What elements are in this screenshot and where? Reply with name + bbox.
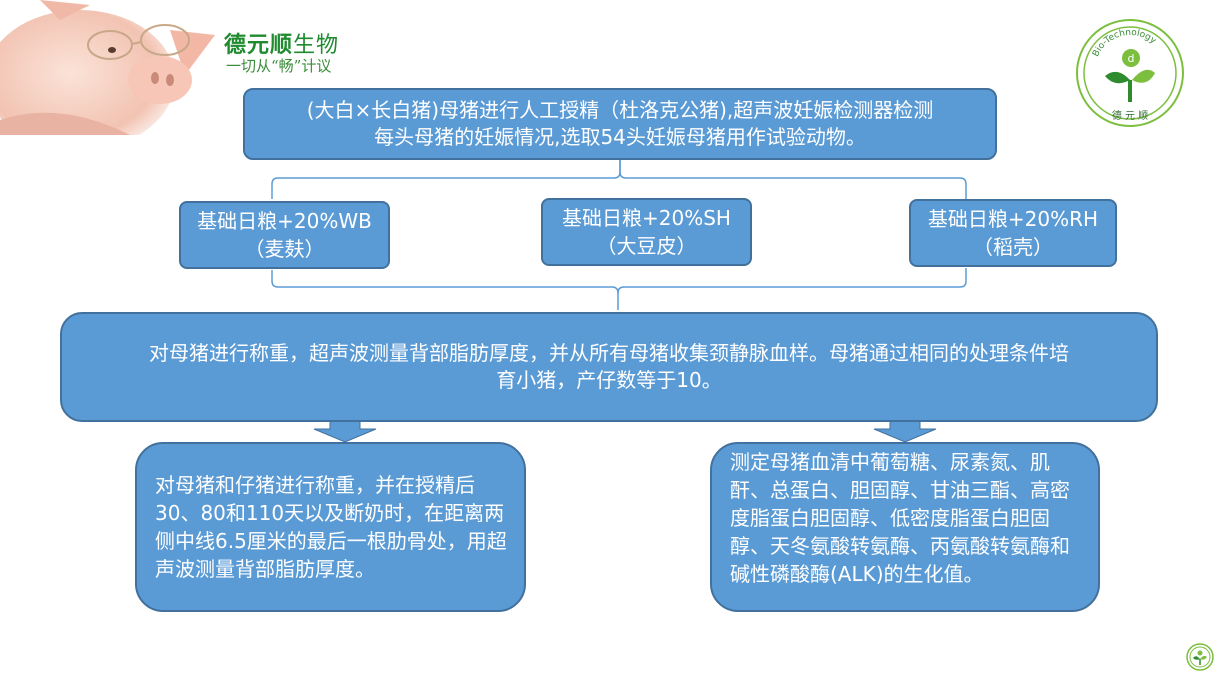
- treatment-sublabel: （稻壳）: [973, 235, 1053, 259]
- brand-slogan: 一切从“畅”计议: [226, 57, 332, 75]
- logo-text: 德 元 顺: [1112, 109, 1148, 122]
- backfat-measurement-text: 对母猪和仔猪进行称重，并在授精后30、80和110天以及断奶时，在距离两侧中线6…: [155, 473, 507, 581]
- treatment-sublabel: （大豆皮）: [596, 234, 697, 258]
- svg-text:d: d: [1128, 52, 1135, 65]
- treatment-label: 基础日粮+20%WB: [197, 209, 372, 233]
- corner-logo-icon: [1186, 643, 1214, 671]
- procedure-line-1: 对母猪进行称重，超声波测量背部脂肪厚度，并从所有母猪收集颈静脉血样。母猪通过相同…: [149, 341, 1069, 365]
- serum-analysis-text: 测定母猪血清中葡萄糖、尿素氮、肌酐、总蛋白、胆固醇、甘油三酯、高密度脂蛋白胆固醇…: [730, 450, 1070, 586]
- treatment-box-sh: 基础日粮+20%SH （大豆皮）: [541, 198, 752, 266]
- treatment-box-rh: 基础日粮+20%RH （稻壳）: [909, 199, 1117, 267]
- company-logo: Bio-Technology d 德 元 顺: [1076, 19, 1184, 127]
- treatment-box-wb: 基础日粮+20%WB （麦麸）: [179, 201, 390, 269]
- brand-name-light: 生物: [293, 33, 340, 58]
- experiment-setup-box: (大白×长白猪)母猪进行人工授精（杜洛克公猪),超声波妊娠检测器检测 每头母猪的…: [243, 88, 997, 160]
- brand-name-bold: 德元顺: [224, 32, 294, 58]
- setup-line-1: (大白×长白猪)母猪进行人工授精（杜洛克公猪),超声波妊娠检测器检测: [306, 98, 934, 122]
- brand-name: 德元顺生物: [224, 27, 339, 59]
- procedure-box: 对母猪进行称重，超声波测量背部脂肪厚度，并从所有母猪收集颈静脉血样。母猪通过相同…: [60, 312, 1158, 422]
- procedure-line-2: 育小猪，产仔数等于10。: [496, 368, 722, 392]
- treatment-label: 基础日粮+20%RH: [927, 207, 1099, 231]
- setup-line-2: 每头母猪的妊娠情况,选取54头妊娠母猪用作试验动物。: [374, 125, 866, 149]
- serum-analysis-box: 测定母猪血清中葡萄糖、尿素氮、肌酐、总蛋白、胆固醇、甘油三酯、高密度脂蛋白胆固醇…: [710, 442, 1100, 612]
- treatment-sublabel: （麦麸）: [244, 237, 325, 261]
- pig-with-glasses-image: [0, 0, 230, 135]
- treatment-label: 基础日粮+20%SH: [562, 206, 731, 230]
- backfat-measurement-box: 对母猪和仔猪进行称重，并在授精后30、80和110天以及断奶时，在距离两侧中线6…: [135, 442, 526, 612]
